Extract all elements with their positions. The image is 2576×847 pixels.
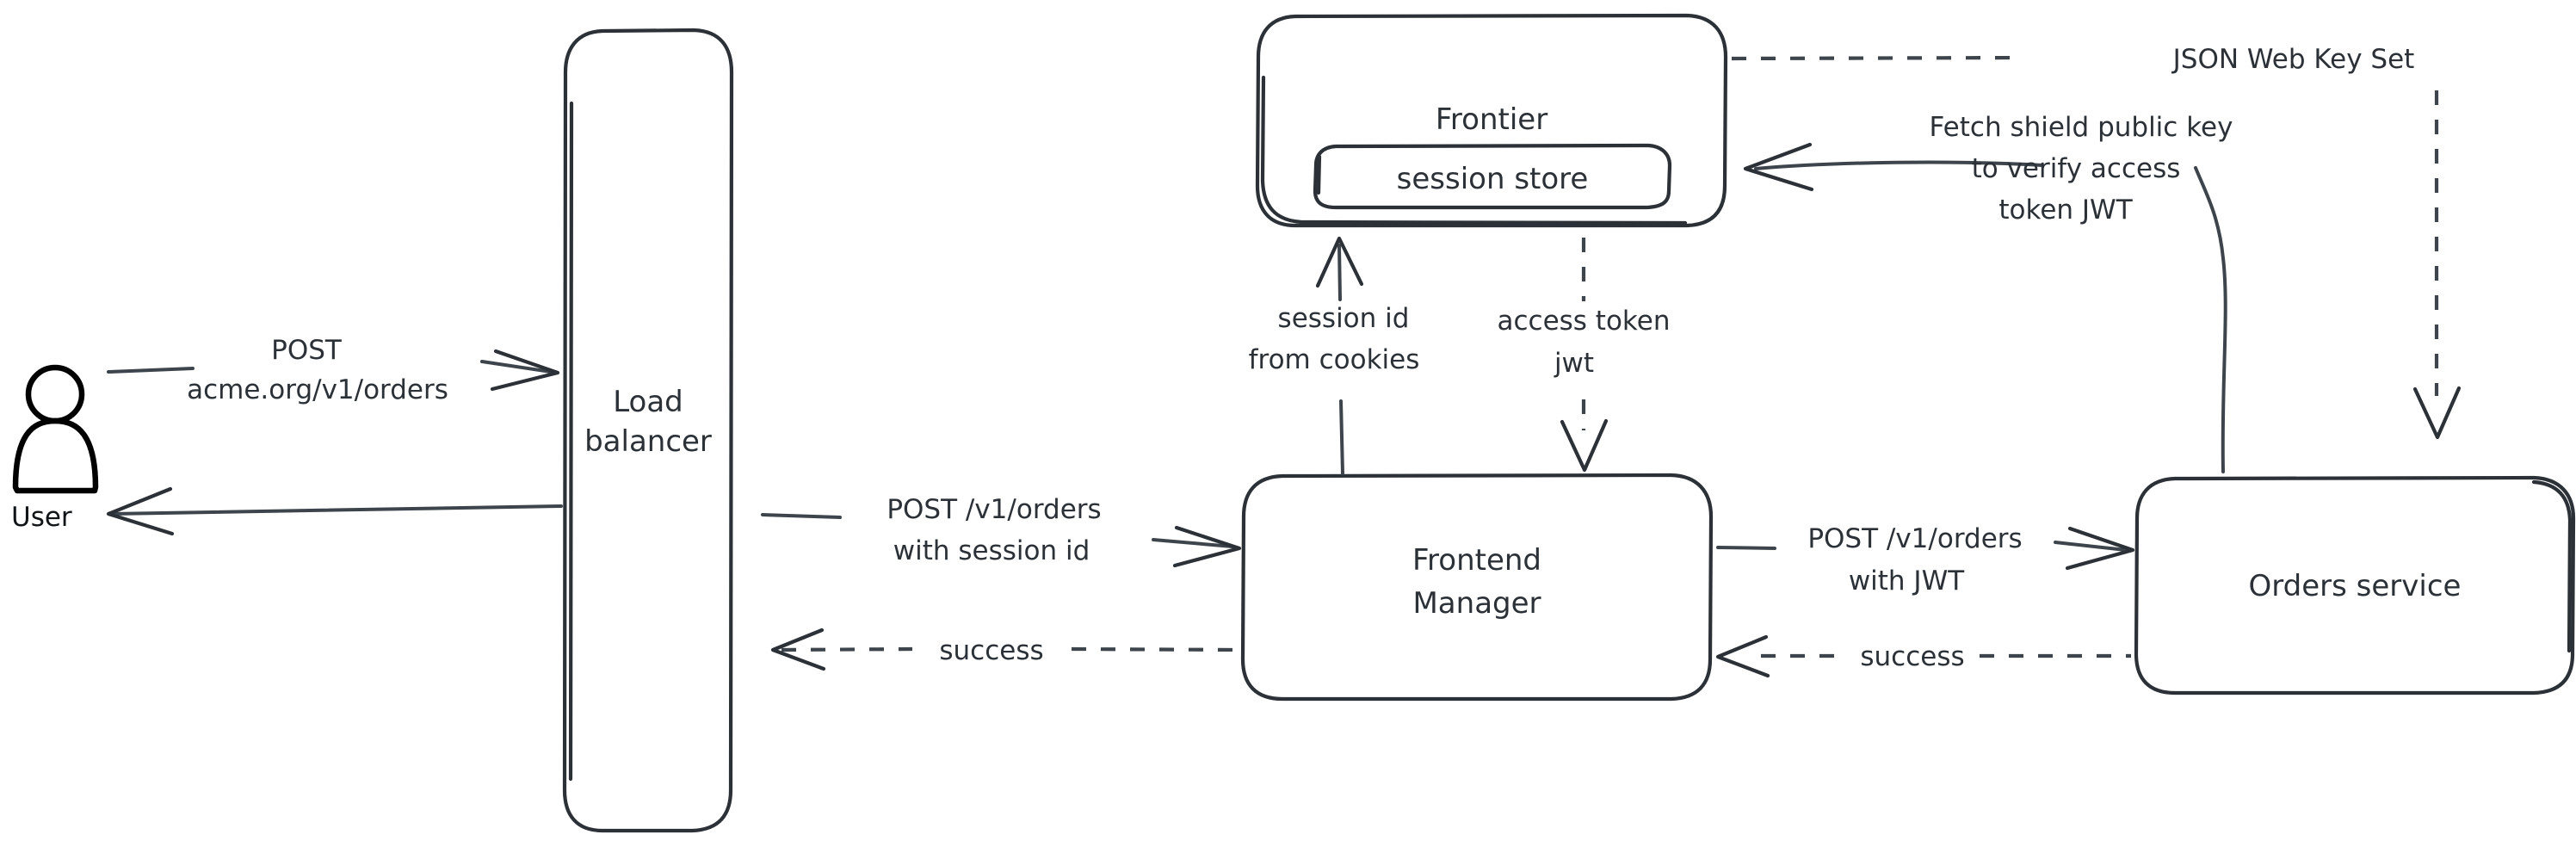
edge-frontend-manager-to-load-balancer: success xyxy=(770,628,1240,671)
edge-lb-to-fm-line-right xyxy=(1152,538,1234,548)
load-balancer-label-line2: balancer xyxy=(584,424,712,459)
edge-orders-service-to-frontend-manager: success xyxy=(1715,634,2131,678)
edge-fm-to-frontier-line-lower xyxy=(1339,399,1344,475)
edge-fm-to-frontier-arrowhead xyxy=(1315,236,1364,288)
edge-fm-to-frontier-line-upper xyxy=(1337,244,1342,301)
edge-frontend-manager-to-orders-service: POST /v1/orders with JWT xyxy=(1716,523,2135,597)
edge-fm-to-lb-arrowhead xyxy=(770,628,826,671)
frontend-manager-box xyxy=(1240,473,1714,702)
edge-fm-to-lb-dash-right xyxy=(1071,646,1240,652)
edge-orders-to-frontier-arrowhead xyxy=(1743,142,1814,192)
edge-frontier-to-fm-label-line2: jwt xyxy=(1554,348,1594,379)
node-frontier[interactable]: Frontier session store xyxy=(1255,13,1728,228)
orders-service-label: Orders service xyxy=(2249,569,2462,603)
frontier-label: Frontier xyxy=(1436,102,1547,137)
edge-orders-to-fm-label: success xyxy=(1860,641,1964,672)
node-frontend-manager[interactable]: Frontend Manager xyxy=(1240,473,1714,702)
edge-fm-to-orders-label-line2: with JWT xyxy=(1849,566,1965,597)
edge-orders-to-frontier-label-line2: to verify access xyxy=(1972,153,2181,184)
edge-orders-to-frontier-label-line3: token JWT xyxy=(1998,195,2133,226)
edge-orders-to-frontier-label-line1: Fetch shield public key xyxy=(1930,112,2233,143)
edge-user-to-lb-line-right xyxy=(480,360,553,374)
frontend-manager-label-line2: Manager xyxy=(1412,586,1541,621)
node-orders-service[interactable]: Orders service xyxy=(2134,475,2576,696)
edge-orders-to-frontier-curve xyxy=(2194,166,2227,473)
edge-user-to-lb-line-left xyxy=(107,367,195,374)
session-store-label: session store xyxy=(1397,162,1589,196)
edge-user-to-lb-label-line1: POST xyxy=(271,335,343,366)
orders-service-sketch-stroke xyxy=(2531,479,2573,653)
edge-jwks-arrowhead xyxy=(2412,386,2462,440)
orders-service-box xyxy=(2134,475,2576,696)
load-balancer-box xyxy=(562,28,734,833)
node-session-store[interactable]: session store xyxy=(1313,143,1672,210)
edge-jwks-dash-horizontal xyxy=(1731,55,2023,61)
edge-frontier-to-frontend-manager: access token jwt xyxy=(1497,238,1671,473)
edge-user-to-lb-label-line2: acme.org/v1/orders xyxy=(187,374,448,405)
edge-fm-to-orders-label-line1: POST /v1/orders xyxy=(1807,523,2022,554)
edge-lb-to-user-line xyxy=(110,504,563,516)
actor-user-label: User xyxy=(11,502,72,533)
edge-orders-service-to-frontier: Fetch shield public key to verify access… xyxy=(1743,112,2233,473)
edge-frontend-manager-to-frontier: session id from cookies xyxy=(1249,236,1420,475)
edge-fm-to-lb-dash-left xyxy=(781,646,913,652)
edge-lb-to-fm-label-line1: POST /v1/orders xyxy=(886,494,1101,525)
frontend-manager-label-line1: Frontend xyxy=(1412,543,1541,578)
edge-load-balancer-to-user xyxy=(106,486,563,536)
edge-user-to-load-balancer: POST acme.org/v1/orders xyxy=(107,335,560,405)
frontier-box xyxy=(1255,13,1728,228)
edge-user-to-lb-arrowhead xyxy=(490,349,560,392)
frontier-box-sketch-stroke xyxy=(1260,75,1688,226)
edge-fm-to-frontier-label-line2: from cookies xyxy=(1249,344,1420,375)
edge-fm-to-orders-arrowhead xyxy=(2065,526,2135,571)
user-head-icon xyxy=(25,364,85,424)
edge-orders-to-frontier-horizontal xyxy=(1754,160,2044,170)
load-balancer-label-line1: Load xyxy=(613,385,683,419)
edge-fm-to-lb-label: success xyxy=(939,635,1043,666)
edge-fm-to-orders-line-right xyxy=(2054,541,2128,552)
edge-load-balancer-to-frontend-manager: POST /v1/orders with session id xyxy=(761,494,1242,568)
user-body-icon xyxy=(12,417,99,494)
node-load-balancer[interactable]: Load balancer xyxy=(562,28,734,833)
session-store-box xyxy=(1313,143,1672,210)
edge-lb-to-fm-label-line2: with session id xyxy=(893,535,1090,566)
edge-frontier-to-fm-label-line1: access token xyxy=(1497,306,1670,337)
edge-fm-to-orders-line-left xyxy=(1716,546,1776,550)
edge-lb-to-fm-line-left xyxy=(761,513,842,519)
edge-frontier-to-fm-arrowhead xyxy=(1560,418,1609,473)
edge-jwks-label: JSON Web Key Set xyxy=(2171,44,2415,75)
edge-lb-to-user-arrowhead xyxy=(106,486,175,536)
edge-frontier-to-orders-service-jwks: JSON Web Key Set xyxy=(1731,44,2462,440)
actor-user[interactable]: User xyxy=(11,364,99,533)
edge-lb-to-fm-arrowhead xyxy=(1172,525,1242,568)
edge-orders-to-fm-arrowhead xyxy=(1715,634,1770,678)
edge-fm-to-frontier-label-line1: session id xyxy=(1278,303,1410,334)
